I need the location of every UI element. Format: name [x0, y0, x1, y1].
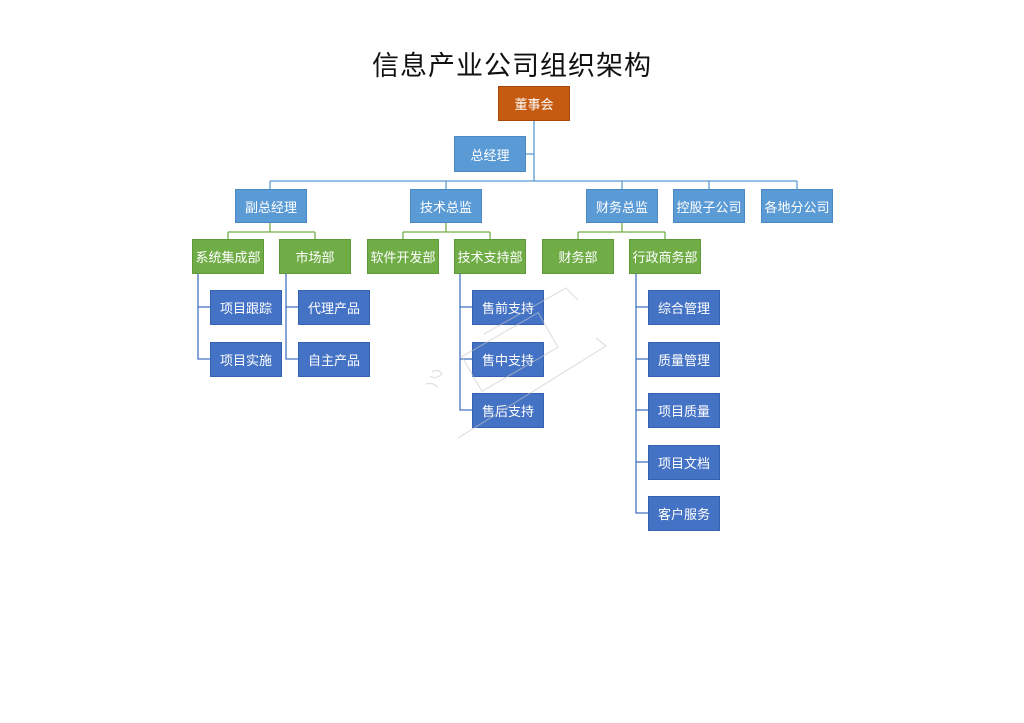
node-admin-business-dept: 行政商务部: [629, 239, 701, 274]
node-unit-presales-support: 售前支持: [472, 290, 544, 325]
node-branches: 各地分公司: [761, 189, 833, 223]
node-finance-director: 财务总监: [586, 189, 658, 223]
node-unit-project-implementation: 项目实施: [210, 342, 282, 377]
node-unit-own-products: 自主产品: [298, 342, 370, 377]
page-title: 信息产业公司组织架构: [372, 51, 652, 82]
node-holding-subsidiary: 控股子公司: [673, 189, 745, 223]
node-finance-dept: 财务部: [542, 239, 614, 274]
node-unit-project-documents: 项目文档: [648, 445, 720, 480]
node-unit-project-tracking: 项目跟踪: [210, 290, 282, 325]
node-software-dev-dept: 软件开发部: [367, 239, 439, 274]
node-unit-general-management: 综合管理: [648, 290, 720, 325]
node-board: 董事会: [498, 86, 570, 121]
node-unit-agent-products: 代理产品: [298, 290, 370, 325]
node-marketing-dept: 市场部: [279, 239, 351, 274]
node-unit-insales-support: 售中支持: [472, 342, 544, 377]
node-unit-quality-management: 质量管理: [648, 342, 720, 377]
node-unit-aftersales-support: 售后支持: [472, 393, 544, 428]
node-unit-customer-service: 客户服务: [648, 496, 720, 531]
node-tech-support-dept: 技术支持部: [454, 239, 526, 274]
node-general-manager: 总经理: [454, 136, 526, 172]
node-unit-project-quality: 项目质量: [648, 393, 720, 428]
node-system-integration-dept: 系统集成部: [192, 239, 264, 274]
node-tech-director: 技术总监: [410, 189, 482, 223]
node-deputy-gm: 副总经理: [235, 189, 307, 223]
